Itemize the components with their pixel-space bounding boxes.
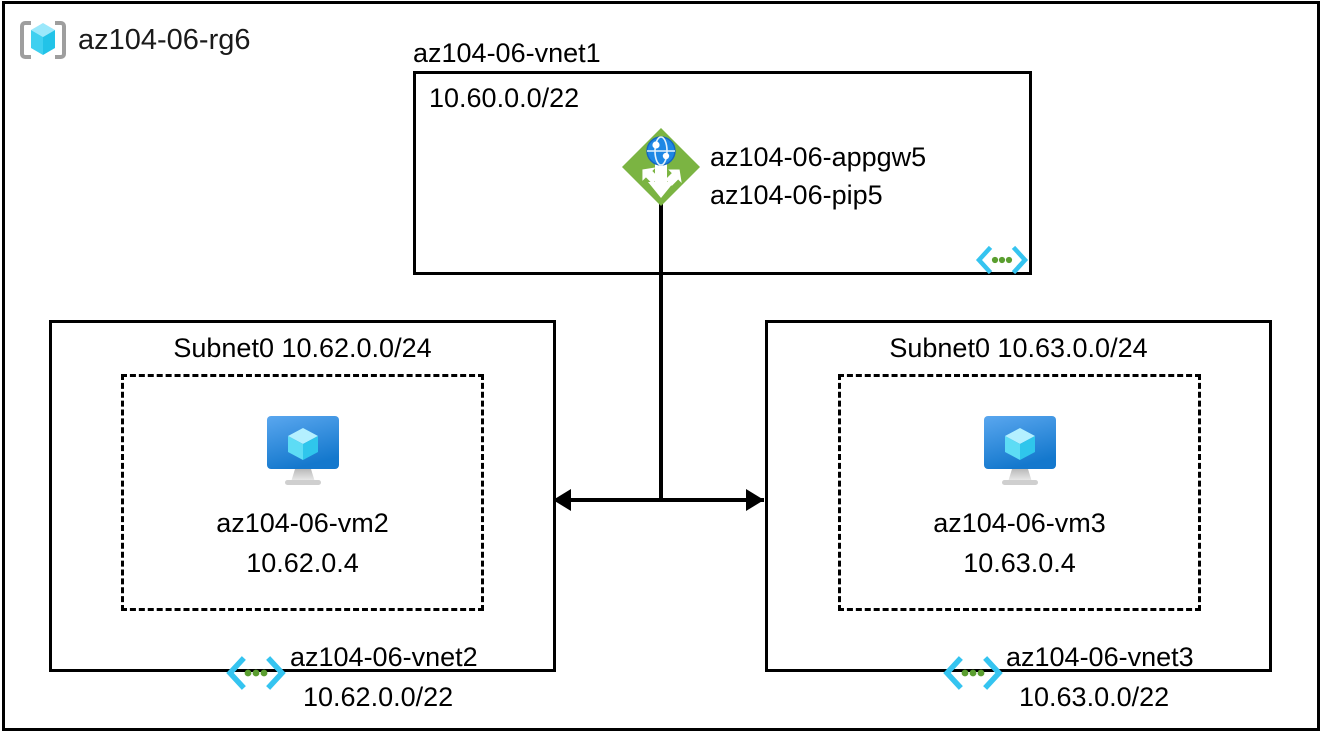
vnet-peering-connector xyxy=(556,498,764,502)
vnet2-vm-name: az104-06-vm2 xyxy=(216,508,389,538)
vnet2-name: az104-06-vnet2 xyxy=(290,642,478,672)
vnet1-box xyxy=(413,71,1032,275)
vnet1-title: az104-06-vnet1 xyxy=(413,38,601,68)
vnet2-box xyxy=(49,320,556,672)
vnet2-subnet-label: Subnet0 10.62.0.0/24 xyxy=(173,333,432,363)
bracket-left-decoration xyxy=(20,21,31,59)
bracket-right-decoration xyxy=(55,21,66,59)
vnet3-subnet-label: Subnet0 10.63.0.0/24 xyxy=(889,333,1148,363)
vnet1-address-space: 10.60.0.0/22 xyxy=(429,83,580,113)
vnet2-virtual-machine-icon xyxy=(258,414,348,494)
resource-group-header: az104-06-rg6 xyxy=(20,18,251,62)
vnet2-peering-icon xyxy=(224,655,288,696)
vnet2-vm-ip: 10.62.0.4 xyxy=(246,548,359,578)
vnet3-subnet-dashed-box xyxy=(838,374,1201,611)
vnet3-vm-ip: 10.63.0.4 xyxy=(963,548,1076,578)
application-gateway-icon xyxy=(620,126,702,213)
vnet1-peering-icon xyxy=(975,245,1029,280)
vnet2-subnet-dashed-box xyxy=(121,374,484,611)
vnet3-name: az104-06-vnet3 xyxy=(1006,642,1194,672)
resource-group-name: az104-06-rg6 xyxy=(78,23,251,56)
vnet3-address-space: 10.63.0.0/22 xyxy=(1019,682,1170,712)
gateway-to-vnets-connector xyxy=(659,200,663,502)
vnet3-peering-icon xyxy=(941,655,1005,696)
peering-arrow-right xyxy=(746,489,764,511)
vnet3-vm-name: az104-06-vm3 xyxy=(933,508,1106,538)
vnet3-virtual-machine-icon xyxy=(975,414,1065,494)
peering-arrow-left xyxy=(553,489,571,511)
vnet3-box xyxy=(765,320,1272,672)
appgw-label-line2: az104-06-pip5 xyxy=(710,180,883,210)
vnet2-address-space: 10.62.0.0/22 xyxy=(303,682,454,712)
resource-group-cube-icon xyxy=(20,18,66,62)
cube-glyph xyxy=(31,23,55,55)
appgw-label-line1: az104-06-appgw5 xyxy=(710,142,927,172)
